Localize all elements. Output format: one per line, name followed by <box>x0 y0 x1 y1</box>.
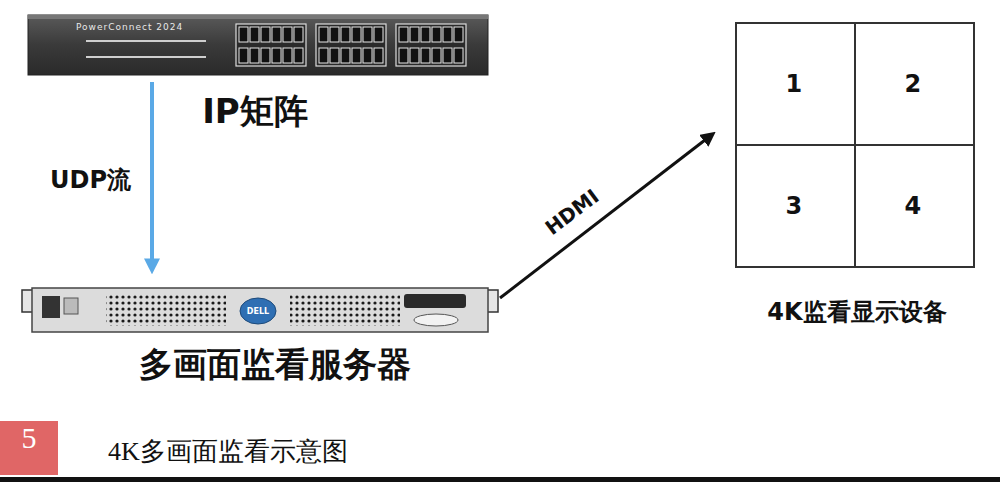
figure-number: 5 <box>0 421 58 475</box>
screen-number: 1 <box>785 70 802 98</box>
screen-number: 2 <box>904 70 921 98</box>
connector-arrow <box>500 140 705 298</box>
screen-number: 3 <box>785 192 802 220</box>
screen-number: 4 <box>904 192 921 220</box>
screen-cell: 1 <box>737 24 855 145</box>
switch-illustration <box>28 15 488 75</box>
device-label: IP矩阵 <box>202 89 308 135</box>
connector-arrow <box>150 82 154 260</box>
device-label: 多画面监看服务器 <box>139 342 411 388</box>
edge-label: HDMI <box>541 184 604 240</box>
server-illustration <box>22 288 498 332</box>
device-label: 4K监看显示设备 <box>767 296 946 328</box>
figure-caption: 4K多画面监看示意图 <box>108 434 348 469</box>
brand-logo-text: DELL <box>247 307 269 316</box>
display-device: 4K监看显示设备1234 <box>735 22 975 268</box>
screen-cell: 2 <box>855 24 973 145</box>
device-model-text: PowerConnect 2024 <box>76 22 183 32</box>
screen-cell: 3 <box>737 145 855 266</box>
bottom-rule <box>0 477 1000 482</box>
screen-cell: 4 <box>855 145 973 266</box>
edge-label: UDP流 <box>50 164 131 196</box>
